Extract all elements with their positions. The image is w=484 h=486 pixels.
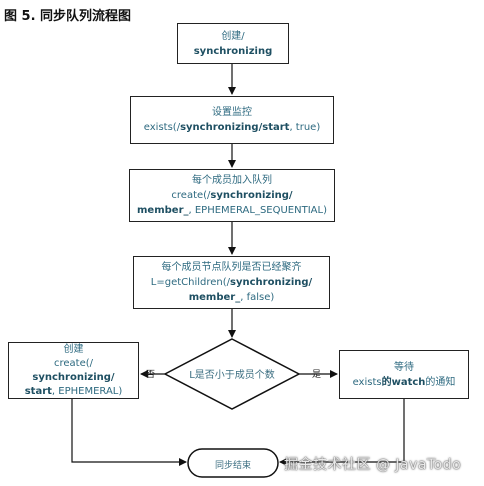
edge-label-no: 否 [146, 370, 156, 380]
end-terminator [187, 448, 279, 478]
node-check-members: 每个成员节点队列是否已经聚齐 L=getChildren(/synchroniz… [133, 256, 330, 309]
watermark: 掘金技术社区 @ JavaTodo [284, 457, 462, 473]
node-create-line2: synchronizing [193, 45, 273, 57]
node-join-line1: 每个成员加入队列 [192, 175, 272, 186]
node-left-line1: 创建 [63, 343, 84, 355]
node-join-bold2: member_ [137, 205, 189, 216]
node-wait-pre: exists [352, 376, 382, 388]
node-create-line1: 创建/ [221, 30, 245, 42]
node-set-watch: 设置监控 exists(/synchronizing/start, true) [130, 96, 334, 144]
node-join-bold: synchronizing/ [210, 190, 293, 201]
node-left-line4-post: , EPHEMERAL) [51, 385, 123, 397]
node-create-start: 创建 create(/ synchronizing/ start, EPHEME… [8, 342, 139, 399]
node-check-post: , false) [240, 292, 275, 303]
node-wait-notify: 等待 exists的watch的通知 [339, 350, 469, 399]
node-left-line4-bold: start [24, 385, 52, 397]
node-check-line1: 每个成员节点队列是否已经聚齐 [161, 262, 302, 273]
figure-title: 图 5. 同步队列流程图 [4, 9, 132, 24]
node-set-watch-line1: 设置监控 [212, 107, 252, 118]
edge-right-to-end [279, 399, 405, 466]
node-check-bold2: member_ [188, 292, 241, 303]
node-join-queue: 每个成员加入队列 create(/synchronizing/ member_,… [129, 169, 335, 222]
end-label: 同步结束 [214, 461, 251, 471]
node-left-line2: create(/ [53, 357, 93, 369]
node-wait-post: 的通知 [425, 376, 456, 388]
edge-left-to-end [71, 399, 187, 466]
decision-diamond [163, 338, 301, 410]
node-join-pre: create(/ [171, 190, 211, 201]
node-check-pre: L=getChildren(/ [150, 277, 231, 288]
node-set-watch-pre: exists(/ [143, 122, 181, 133]
decision-label: L是否小于成员个数 [189, 370, 275, 381]
node-wait-bold: 的watch [381, 376, 426, 388]
node-wait-line1: 等待 [394, 361, 414, 373]
node-create-synchronizing: 创建/ synchronizing [177, 23, 289, 64]
node-set-watch-bold: synchronizing/start [180, 122, 290, 133]
node-join-post: , EPHEMERAL_SEQUENTIAL) [188, 205, 327, 216]
edge-label-yes: 是 [312, 370, 322, 380]
node-left-line3: synchronizing/ [32, 371, 115, 383]
node-set-watch-post: , true) [289, 122, 321, 133]
node-check-bold: synchronizing/ [230, 277, 313, 288]
